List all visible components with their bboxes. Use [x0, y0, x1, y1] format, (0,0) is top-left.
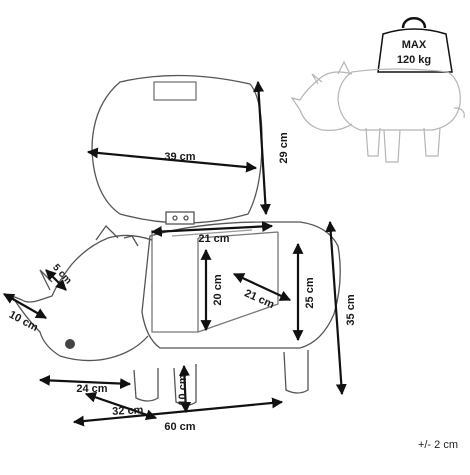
- dim-leg-height: 10 cm: [177, 374, 189, 405]
- hinge: [165, 211, 195, 225]
- dim-storage-height: 20 cm: [212, 274, 224, 305]
- head-outline: [10, 234, 153, 362]
- rhino-thumbnail: [290, 60, 465, 163]
- dim-body-height: 25 cm: [304, 277, 316, 308]
- badge-line2: 120 kg: [397, 54, 431, 66]
- dim-length: 60 cm: [164, 421, 195, 433]
- dim-lid-height: 29 cm: [278, 132, 290, 163]
- rhino-main-drawing: [10, 74, 341, 406]
- badge-line1: MAX: [402, 39, 427, 51]
- dimension-labels: 39 cm 29 cm 21 cm 20 cm 21 cm 25 cm 35 c…: [7, 132, 458, 451]
- tolerance-note: +/- 2 cm: [418, 439, 458, 451]
- weight-badge: MAX 120 kg: [377, 17, 453, 73]
- dim-depth: 32 cm: [112, 404, 144, 418]
- dim-storage-width: 21 cm: [198, 233, 229, 245]
- dim-width: 24 cm: [76, 383, 107, 395]
- dimension-lines: [3, 80, 347, 427]
- dim-lid-width: 39 cm: [164, 151, 195, 163]
- dim-total-height: 35 cm: [345, 294, 357, 325]
